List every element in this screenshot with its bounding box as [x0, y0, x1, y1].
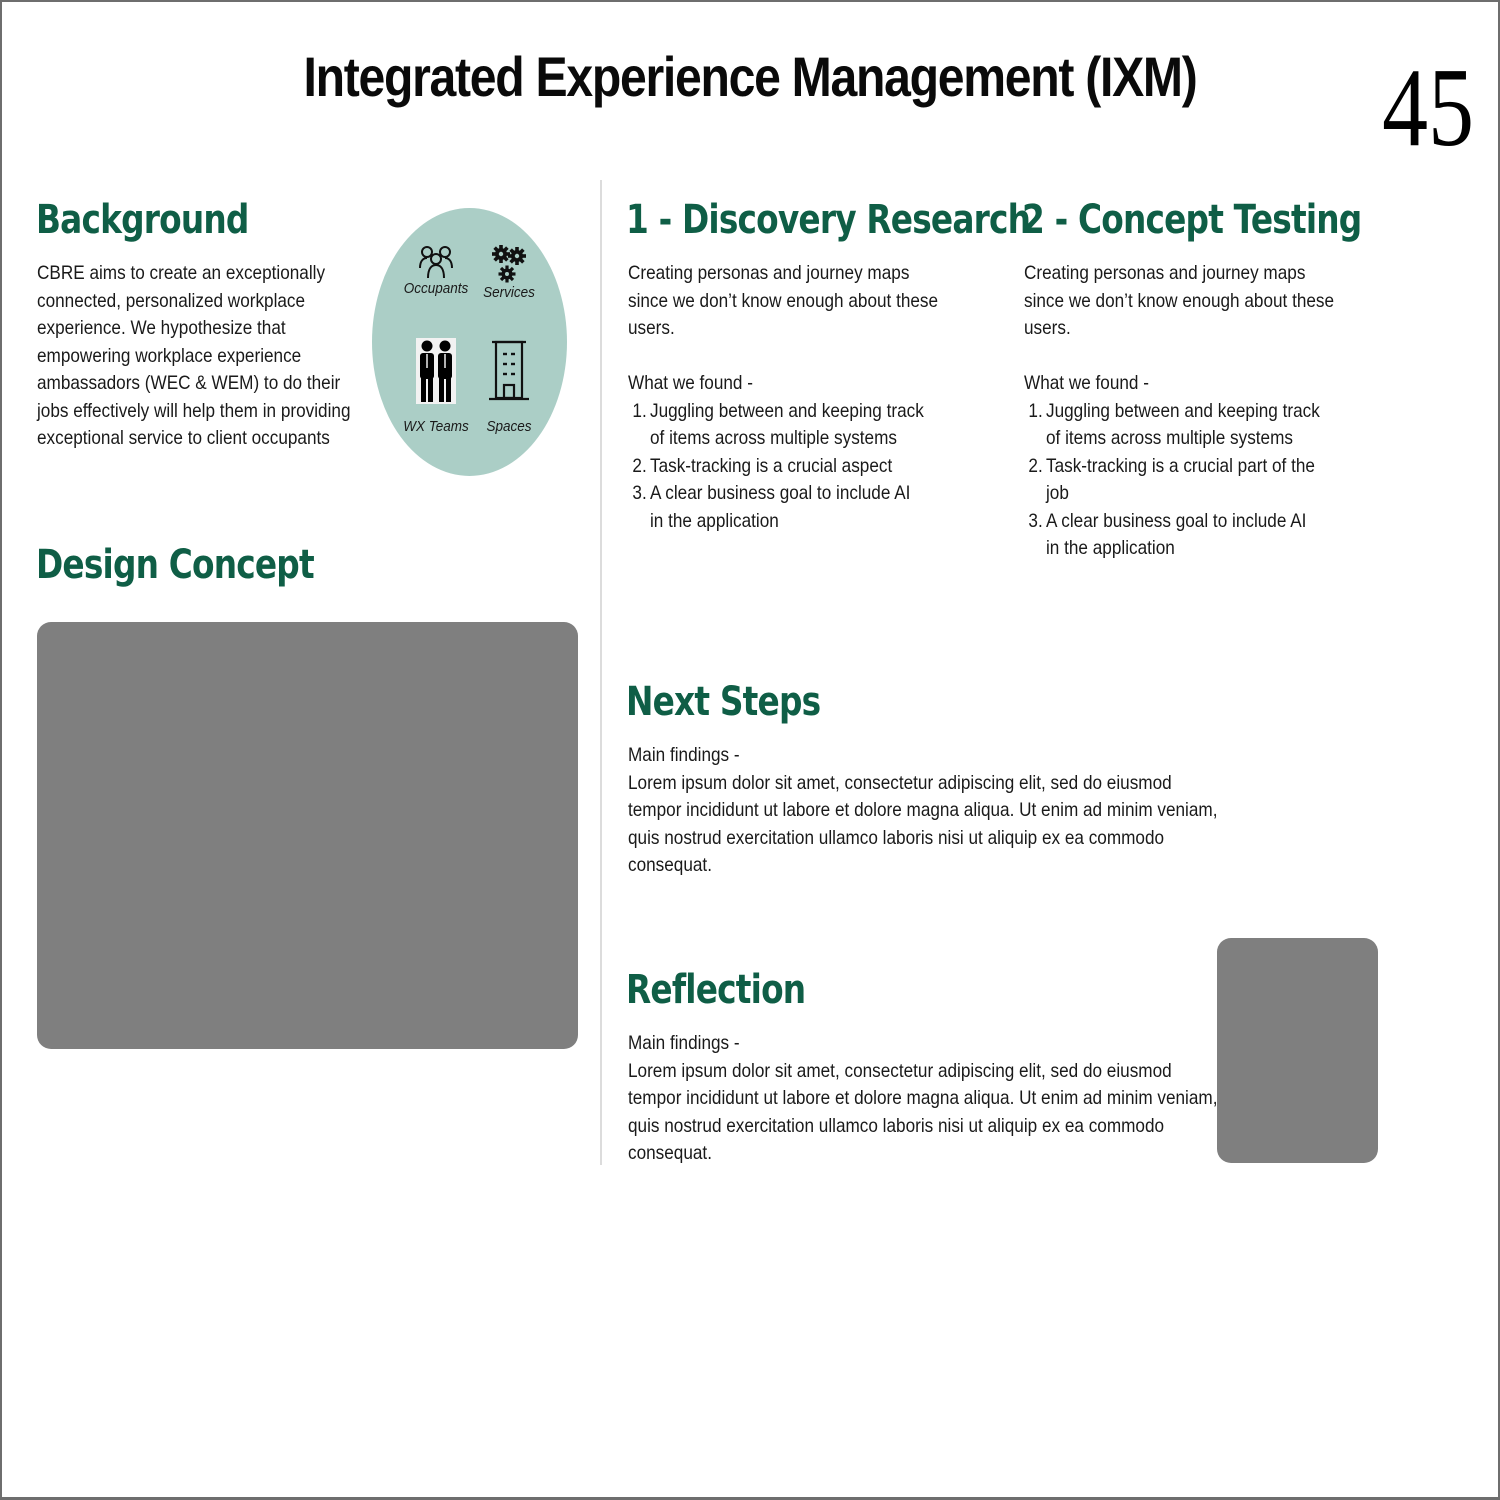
concept-testing-text: Creating personas and journey maps since… [1024, 260, 1335, 563]
reflection-label: Main findings - [628, 1032, 740, 1054]
reflection-line: consequat. [628, 1142, 712, 1164]
discovery-findings-list: 1.Juggling between and keeping track of … [628, 398, 927, 536]
background-line: exceptional service to client occupants [37, 427, 330, 449]
background-line: connected, personalized workplace [37, 289, 306, 312]
discovery-intro-line: Creating personas and journey maps [628, 262, 910, 284]
discovery-text: Creating personas and journey maps since… [628, 260, 939, 536]
role-services: Services [469, 244, 549, 301]
reflection-line: quis nostrud exercitation ullamco labori… [628, 1114, 1165, 1137]
next-steps-line: quis nostrud exercitation ullamco labori… [628, 826, 1165, 849]
finding-item: 1.Juggling between and keeping track of … [632, 399, 924, 450]
design-concept-heading: Design Concept [36, 542, 315, 588]
finding-item: 2.Task-tracking is a crucial aspect [632, 454, 893, 477]
next-steps-text: Main findings - Lorem ipsum dolor sit am… [628, 742, 1217, 880]
reflection-line: Lorem ipsum dolor sit amet, consectetur … [628, 1059, 1172, 1082]
background-line: ambassadors (WEC & WEM) to do their [37, 372, 341, 394]
building-icon [489, 340, 529, 401]
discovery-intro-line: since we don’t know enough about these [628, 289, 939, 312]
reflection-heading: Reflection [626, 967, 806, 1013]
design-concept-image-placeholder [37, 622, 578, 1049]
next-steps-line: tempor incididunt ut labore et dolore ma… [628, 799, 1218, 821]
finding-item: 1.Juggling between and keeping track of … [1028, 399, 1320, 450]
background-line: jobs effectively will help them in provi… [37, 399, 351, 422]
background-line: experience. We hypothesize that [37, 317, 286, 339]
concept-intro-line: users. [1024, 317, 1071, 339]
background-text: CBRE aims to create an exceptionally con… [37, 260, 351, 453]
role-wx-teams: WX Teams [396, 338, 476, 435]
role-label: WX Teams [403, 418, 469, 435]
role-label: Services [483, 284, 535, 301]
role-spaces: Spaces [469, 340, 549, 435]
reflection-text: Main findings - Lorem ipsum dolor sit am… [628, 1030, 1217, 1168]
next-steps-label: Main findings - [628, 744, 740, 766]
concept-findings-list: 1.Juggling between and keeping track of … [1024, 398, 1323, 563]
background-line: empowering workplace experience [37, 344, 302, 367]
next-steps-heading: Next Steps [626, 679, 821, 725]
discovery-heading: 1 - Discovery Research [626, 197, 1031, 243]
people-group-icon [419, 246, 453, 279]
page-number: 45 [1382, 46, 1474, 170]
concept-testing-heading: 2 - Concept Testing [1022, 197, 1362, 243]
page-title: Integrated Experience Management (IXM) [303, 45, 1197, 108]
background-heading: Background [36, 197, 249, 243]
role-label: Spaces [486, 418, 532, 435]
column-divider [600, 180, 602, 1165]
reflection-line: tempor incididunt ut labore et dolore ma… [628, 1087, 1218, 1109]
discovery-intro-line: users. [628, 317, 675, 339]
background-line: CBRE aims to create an exceptionally [37, 262, 326, 284]
reflection-image-placeholder [1217, 938, 1378, 1163]
role-occupants: Occupants [396, 244, 476, 297]
next-steps-line: Lorem ipsum dolor sit amet, consectetur … [628, 771, 1172, 794]
roles-diagram: Occupants [372, 208, 567, 476]
business-people-icon [416, 338, 456, 404]
finding-item: 3.A clear business goal to include AI in… [1028, 509, 1307, 560]
gears-icon [492, 245, 526, 283]
next-steps-line: consequat. [628, 854, 712, 876]
concept-intro-line: since we don’t know enough about these [1024, 289, 1335, 312]
role-label: Occupants [403, 280, 469, 297]
finding-item: 2.Task-tracking is a crucial part of the… [1028, 454, 1315, 505]
finding-item: 3.A clear business goal to include AI in… [632, 482, 911, 532]
concept-intro-line: Creating personas and journey maps [1024, 262, 1306, 284]
discovery-found-label: What we found - [628, 372, 753, 394]
concept-found-label: What we found - [1024, 372, 1149, 394]
